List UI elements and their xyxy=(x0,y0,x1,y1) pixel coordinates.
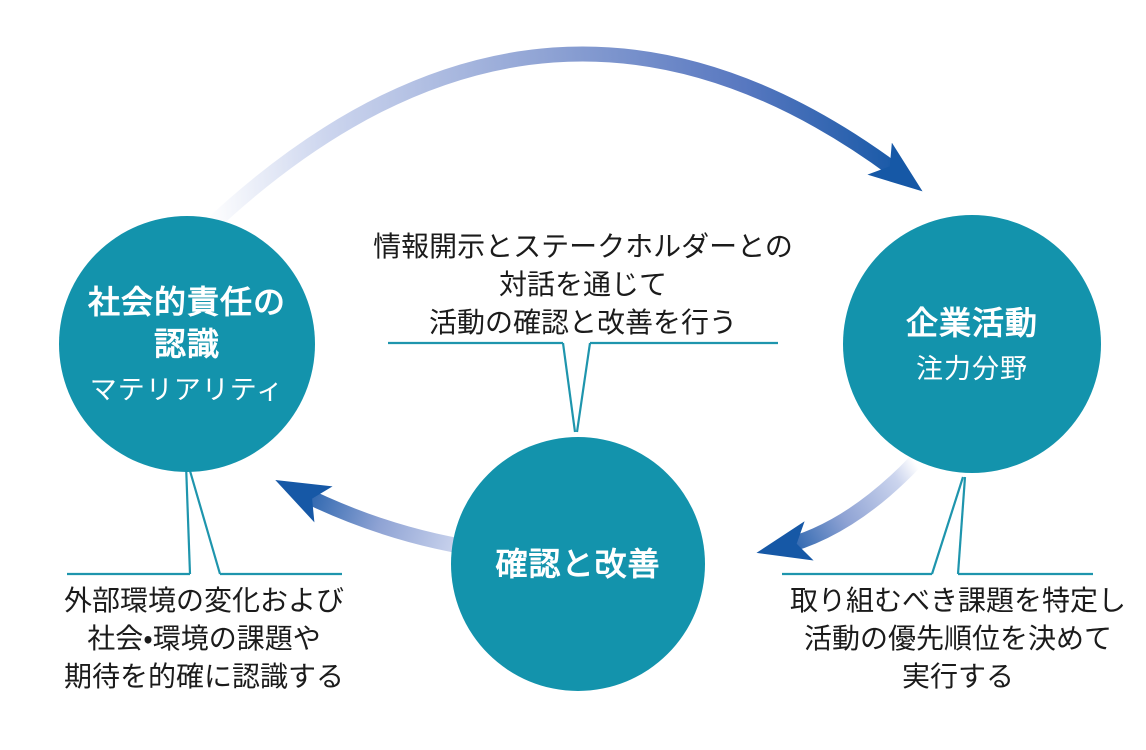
circle-business-activity-subtitle: 注力分野 xyxy=(916,354,1028,384)
circle-business-activity-title: 企業活動 xyxy=(905,305,1038,341)
callout-bottom-left-pointer xyxy=(67,463,342,576)
caption-center-line-3: 活動の確認と改善を行う xyxy=(428,307,737,338)
caption-center-line-1: 情報開示とステークホルダーとの xyxy=(373,231,793,262)
caption-bottom-right: 取り組むべき課題を特定し 活動の優先順位を決めて 実行する xyxy=(773,582,1143,696)
circle-social-responsibility-subtitle: マテリアリティ xyxy=(89,375,285,405)
circle-social-responsibility-title: 社会的責任の 認識 xyxy=(88,281,286,365)
caption-bottom-left-line-2: 社会・環境の課題や xyxy=(87,623,321,654)
title-line-2: 認識 xyxy=(153,326,220,362)
caption-center-line-2: 対話を通じて xyxy=(498,269,667,300)
caption-bottom-right-line-3: 実行する xyxy=(901,661,1014,692)
title-line-1: 社会的責任の xyxy=(87,284,286,320)
caption-bottom-left: 外部環境の変化および 社会・環境の課題や 期待を的確に認識する xyxy=(44,582,364,696)
circle-review-improvement-title: 確認と改善 xyxy=(495,546,661,582)
caption-bottom-left-line-1: 外部環境の変化および xyxy=(63,585,344,616)
circle-business-activity: 企業活動 注力分野 xyxy=(843,215,1101,473)
callout-bottom-right-pointer xyxy=(782,476,1093,576)
caption-bottom-right-line-1: 取り組むべき課題を特定し xyxy=(789,585,1126,616)
arrow-activity-to-review-icon xyxy=(756,456,921,561)
arrow-recognition-to-activity-icon xyxy=(202,46,923,234)
caption-bottom-left-line-3: 期待を的確に認識する xyxy=(63,661,344,692)
circle-social-responsibility: 社会的責任の 認識 マテリアリティ xyxy=(59,216,315,472)
caption-bottom-right-line-2: 活動の優先順位を決めて xyxy=(803,623,1112,654)
circle-review-improvement: 確認と改善 xyxy=(451,437,705,691)
caption-center: 情報開示とステークホルダーとの 対話を通じて 活動の確認と改善を行う xyxy=(353,228,813,342)
callout-center-pointer xyxy=(388,341,778,433)
